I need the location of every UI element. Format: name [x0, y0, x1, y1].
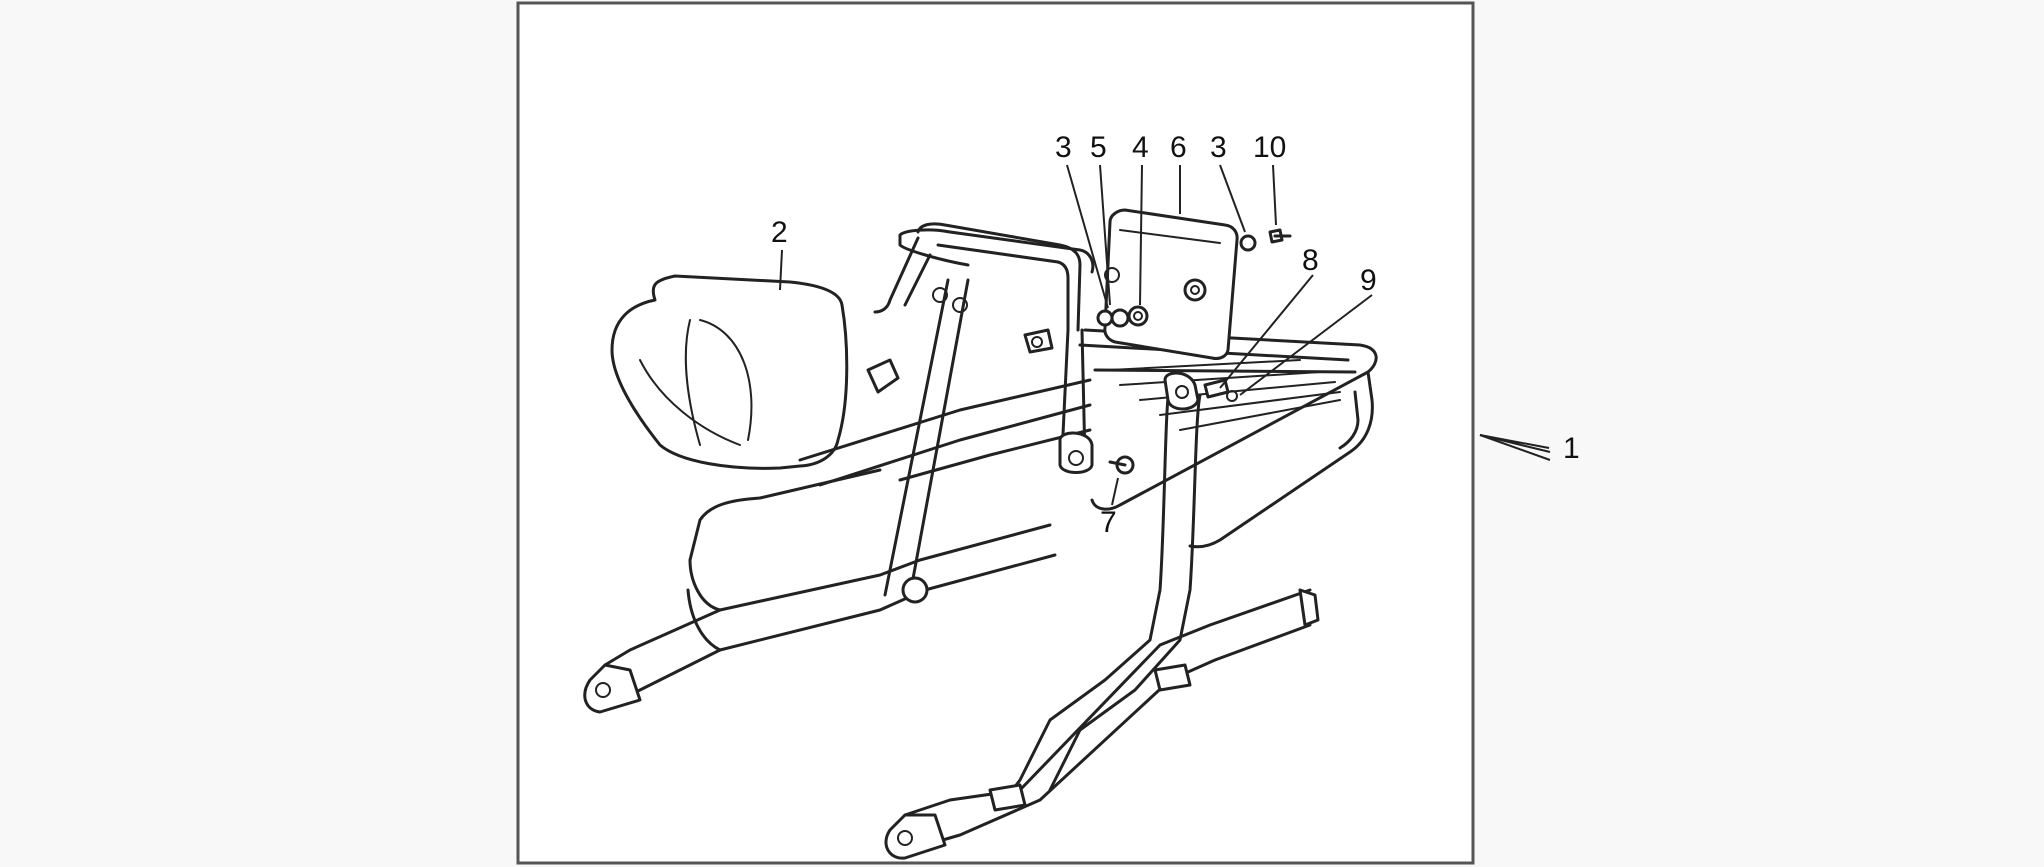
callout-9: 9	[1360, 264, 1377, 297]
callout-10: 10	[1253, 131, 1286, 164]
callout-5: 5	[1090, 131, 1107, 164]
callout-1: 1	[1563, 432, 1580, 465]
right-side-frame	[884, 371, 1320, 860]
hardware-nuts-bolts	[1096, 228, 1292, 475]
callout-6: 6	[1170, 131, 1187, 164]
callouts: 1 2 3 5 4 6 3 10 8 9 7	[771, 131, 1580, 539]
callout-3-left: 3	[1055, 131, 1072, 164]
backrest-support	[916, 222, 1094, 474]
callout-7: 7	[1100, 506, 1117, 539]
callout-4: 4	[1132, 131, 1149, 164]
callout-2: 2	[771, 216, 788, 249]
plate-assembly	[1103, 208, 1239, 360]
backrest-pad	[610, 274, 849, 470]
callout-8: 8	[1302, 244, 1319, 277]
leader-lines	[779, 164, 1551, 506]
luggage-rack	[798, 328, 1378, 549]
callout-3-right: 3	[1210, 131, 1227, 164]
left-side-frame	[583, 228, 1095, 714]
